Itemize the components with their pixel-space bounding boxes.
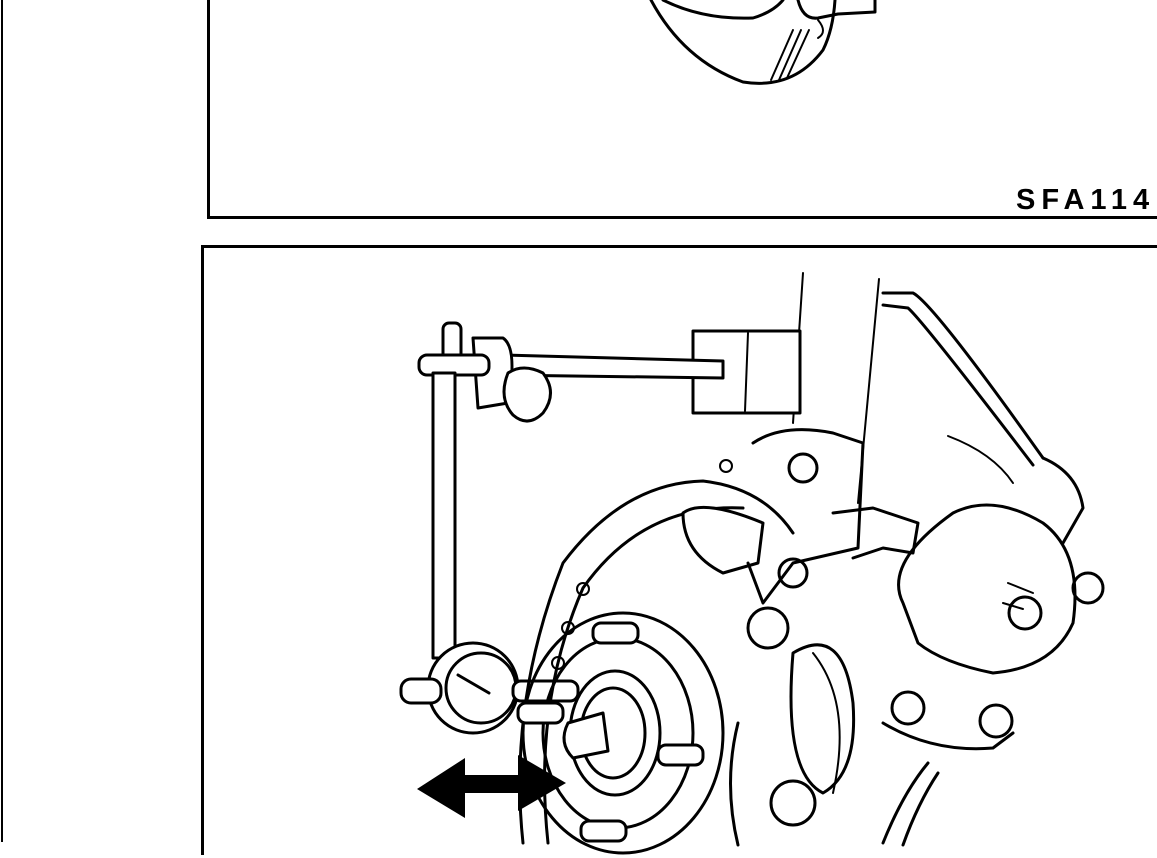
figure-top-frame: SFA114	[207, 0, 1157, 219]
rotor-hub-illustration: SFA114	[649, 0, 1155, 216]
page-margin-rule	[1, 0, 3, 842]
dial-indicator-measurement-illustration	[399, 272, 1105, 855]
figure-caption: SFA114	[1016, 184, 1155, 216]
double-arrow-icon	[417, 755, 566, 818]
figure-bottom-frame	[201, 245, 1157, 855]
wheel-hub	[521, 611, 725, 855]
brake-caliper	[881, 503, 1105, 751]
